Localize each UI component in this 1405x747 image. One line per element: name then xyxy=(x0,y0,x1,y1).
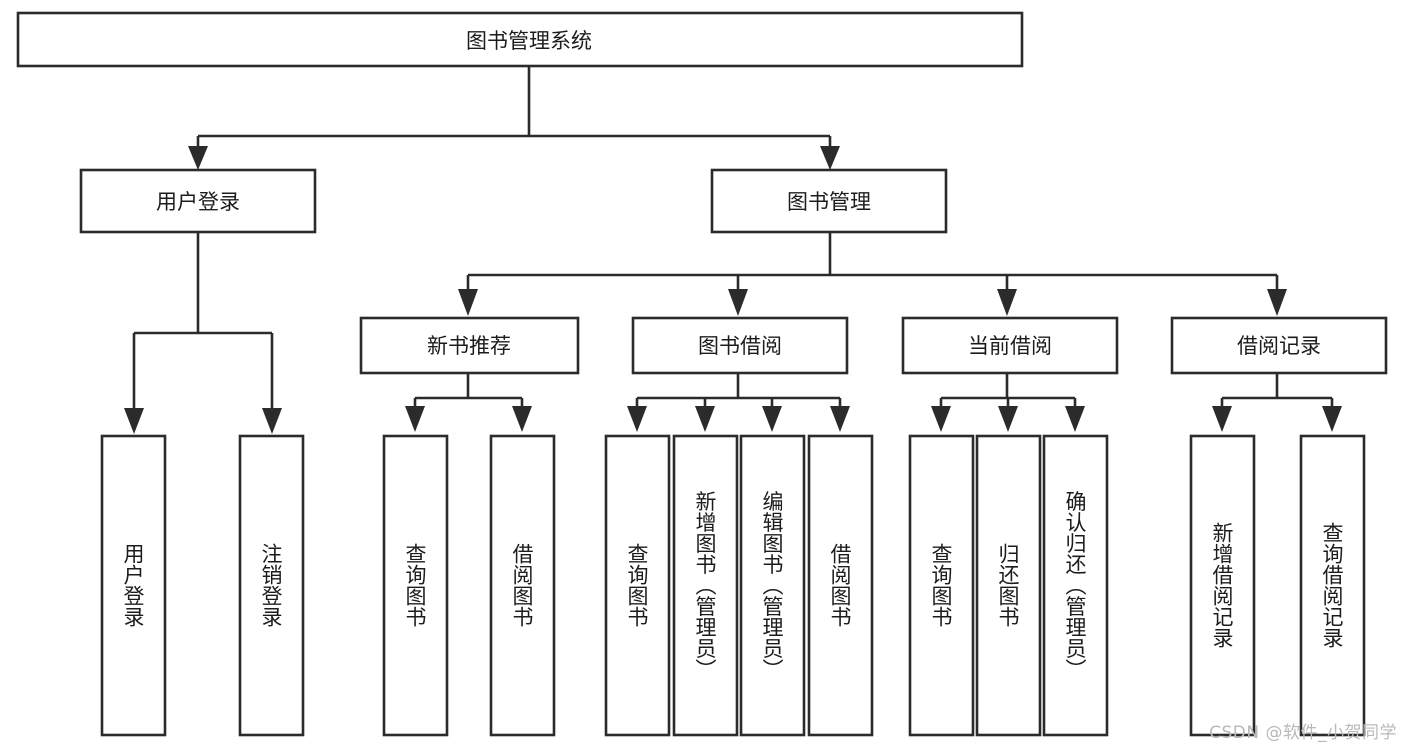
node-leaf-query-book-current-label: 查询图书 xyxy=(929,543,953,627)
arrow-to-user-login xyxy=(188,146,208,170)
arrow-to-leaf-return-book xyxy=(998,406,1018,432)
node-current-borrow-label: 当前借阅 xyxy=(968,334,1052,358)
node-leaf-edit-book-admin-label: 编辑图书（管理员） xyxy=(760,491,784,680)
node-new-book-recommend-label: 新书推荐 xyxy=(427,334,511,358)
arrow-to-leaf-query-record xyxy=(1322,406,1342,432)
node-leaf-add-book-admin-label: 新增图书（管理员） xyxy=(693,491,717,680)
arrow-to-leaf-query-book-c xyxy=(931,406,951,432)
node-leaf-return-book-label: 归还图书 xyxy=(996,543,1020,627)
node-new-book-recommend-box[interactable] xyxy=(359,316,580,375)
node-user-login-label: 用户登录 xyxy=(156,190,240,214)
node-leaf-query-borrow-record-label: 查询借阅记录 xyxy=(1320,522,1344,648)
node-leaf-query-book-borrow-label: 查询图书 xyxy=(625,543,649,627)
node-leaf-confirm-return-admin-box[interactable] xyxy=(1042,434,1109,737)
arrow-to-leaf-edit-book xyxy=(762,406,782,432)
node-current-borrow[interactable]: 当前借阅 xyxy=(901,316,1119,375)
node-borrow-record[interactable]: 借阅记录 xyxy=(1170,316,1388,375)
node-leaf-logout-label: 注销登录 xyxy=(259,543,283,627)
node-leaf-borrow-book-recommend-label: 借阅图书 xyxy=(510,543,534,627)
arrow-to-current-borrow xyxy=(997,289,1017,316)
node-leaf-borrow-book-recommend[interactable]: 借阅图书 xyxy=(489,434,556,737)
node-leaf-user-login-box[interactable] xyxy=(100,434,167,737)
node-leaf-logout[interactable]: 注销登录 xyxy=(238,434,305,737)
node-leaf-confirm-return-admin-label: 确认归还（管理员） xyxy=(1063,491,1087,680)
node-new-book-recommend[interactable]: 新书推荐 xyxy=(359,316,580,375)
arrow-to-leaf-query-book-a xyxy=(405,406,425,432)
node-leaf-query-borrow-record-box[interactable] xyxy=(1299,434,1366,737)
node-leaf-add-borrow-record[interactable]: 新增借阅记录 xyxy=(1189,434,1256,737)
node-leaf-query-book-recommend-box[interactable] xyxy=(382,434,449,737)
connector-layer xyxy=(124,66,1342,434)
arrow-to-leaf-confirm-return xyxy=(1065,406,1085,432)
node-book-management-box[interactable] xyxy=(710,168,948,234)
node-book-borrow[interactable]: 图书借阅 xyxy=(631,316,849,375)
node-leaf-confirm-return-admin[interactable]: 确认归还（管理员） xyxy=(1042,434,1109,737)
node-borrow-record-label: 借阅记录 xyxy=(1237,334,1321,358)
arrow-to-leaf-borrow-book-b xyxy=(830,406,850,432)
arrow-to-book-borrow xyxy=(728,289,748,316)
node-leaf-borrow-book-borrow-label: 借阅图书 xyxy=(828,543,852,627)
arrow-to-book-mgmt xyxy=(820,146,840,170)
node-leaf-borrow-book-borrow-box[interactable] xyxy=(807,434,874,737)
node-leaf-add-book-admin-box[interactable] xyxy=(672,434,739,737)
arrow-to-leaf-user-login xyxy=(124,408,144,434)
node-leaf-query-book-recommend[interactable]: 查询图书 xyxy=(382,434,449,737)
node-leaf-borrow-book-recommend-box[interactable] xyxy=(489,434,556,737)
node-book-borrow-box[interactable] xyxy=(631,316,849,375)
node-root-system[interactable]: 图书管理系统 xyxy=(16,11,1024,68)
node-root-system-box[interactable] xyxy=(16,11,1024,68)
node-borrow-record-box[interactable] xyxy=(1170,316,1388,375)
node-user-login-box[interactable] xyxy=(79,168,317,234)
node-leaf-user-login[interactable]: 用户登录 xyxy=(100,434,167,737)
node-leaf-return-book-box[interactable] xyxy=(975,434,1042,737)
arrow-to-leaf-add-book xyxy=(695,406,715,432)
node-book-borrow-label: 图书借阅 xyxy=(698,334,782,358)
node-leaf-query-book-current-box[interactable] xyxy=(908,434,975,737)
arrow-to-borrow-record xyxy=(1267,289,1287,316)
node-leaf-edit-book-admin-box[interactable] xyxy=(739,434,806,737)
node-root-system-label: 图书管理系统 xyxy=(466,29,592,53)
node-book-management-label: 图书管理 xyxy=(787,190,871,214)
node-leaf-query-book-borrow[interactable]: 查询图书 xyxy=(604,434,671,737)
node-leaf-query-book-borrow-box[interactable] xyxy=(604,434,671,737)
node-leaf-add-borrow-record-label: 新增借阅记录 xyxy=(1210,522,1234,648)
node-leaf-add-borrow-record-box[interactable] xyxy=(1189,434,1256,737)
arrow-to-leaf-query-book-b xyxy=(627,406,647,432)
node-leaf-user-login-label: 用户登录 xyxy=(121,543,145,627)
node-leaf-query-book-recommend-label: 查询图书 xyxy=(403,543,427,627)
node-user-login[interactable]: 用户登录 xyxy=(79,168,317,234)
node-current-borrow-box[interactable] xyxy=(901,316,1119,375)
node-leaf-borrow-book-borrow[interactable]: 借阅图书 xyxy=(807,434,874,737)
arrow-to-leaf-add-record xyxy=(1212,406,1232,432)
node-leaf-logout-box[interactable] xyxy=(238,434,305,737)
node-leaf-add-book-admin[interactable]: 新增图书（管理员） xyxy=(672,434,739,737)
arrow-to-leaf-logout xyxy=(262,408,282,434)
node-leaf-query-borrow-record[interactable]: 查询借阅记录 xyxy=(1299,434,1366,737)
node-leaf-return-book[interactable]: 归还图书 xyxy=(975,434,1042,737)
node-leaf-query-book-current[interactable]: 查询图书 xyxy=(908,434,975,737)
arrow-to-leaf-borrow-book-a xyxy=(512,406,532,432)
node-book-management[interactable]: 图书管理 xyxy=(710,168,948,234)
arrow-to-new-book-rec xyxy=(458,289,478,316)
node-leaf-edit-book-admin[interactable]: 编辑图书（管理员） xyxy=(739,434,806,737)
csdn-watermark: CSDN @软件_小贺同学 xyxy=(1209,723,1397,743)
